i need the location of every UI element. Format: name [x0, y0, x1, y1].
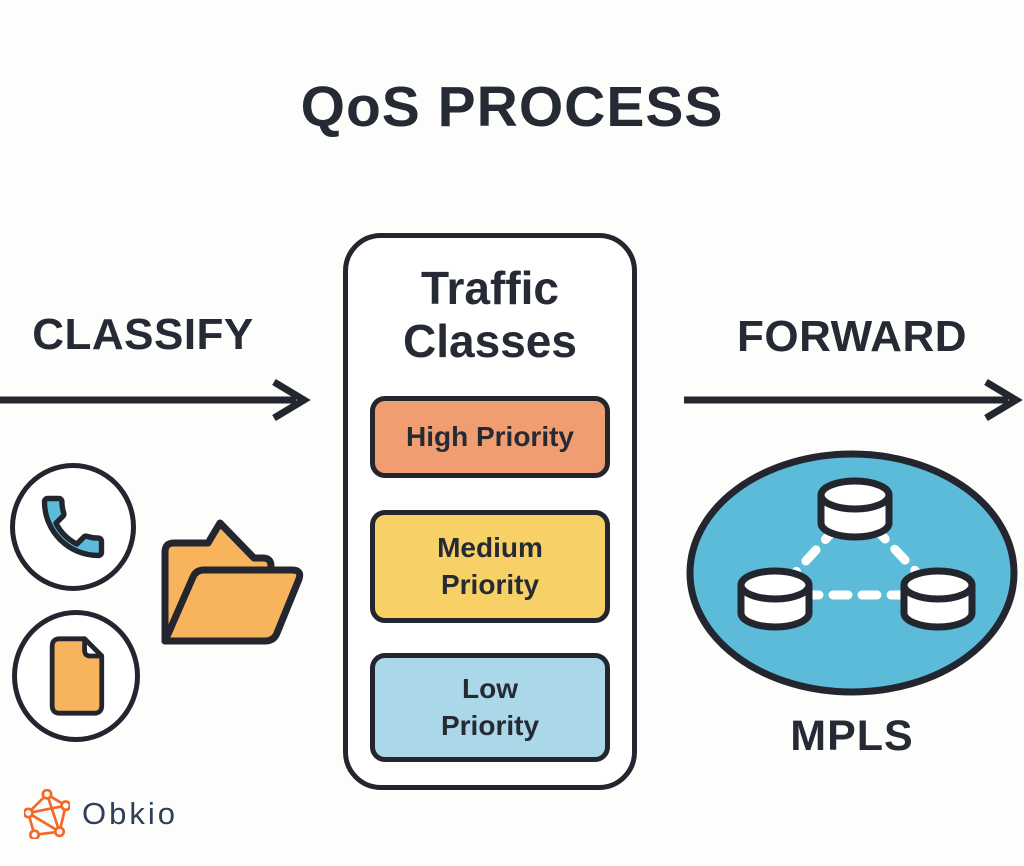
- traffic-classes-panel: Traffic Classes High Priority Medium Pri…: [343, 233, 637, 790]
- obkio-network-icon: [24, 789, 70, 839]
- document-icon: [49, 636, 105, 716]
- voice-traffic-badge: [10, 463, 136, 591]
- high-priority-box: High Priority: [370, 396, 610, 478]
- router-cylinder-icon: [737, 477, 976, 631]
- folder-icon: [161, 519, 304, 645]
- low-priority-box: Low Priority: [370, 653, 610, 762]
- data-traffic-badge: [12, 610, 140, 742]
- brand-logo: Obkio: [24, 789, 178, 839]
- medium-priority-box: Medium Priority: [370, 510, 610, 623]
- mpls-label: MPLS: [790, 712, 914, 760]
- brand-wordmark: Obkio: [82, 796, 178, 831]
- classify-stage-label: CLASSIFY: [32, 310, 254, 359]
- forward-arrow-icon: [684, 378, 1023, 422]
- page-title: QoS PROCESS: [300, 75, 724, 139]
- traffic-classes-heading: Traffic Classes: [403, 262, 577, 368]
- phone-icon: [41, 495, 105, 559]
- forward-stage-label: FORWARD: [736, 312, 967, 361]
- classify-arrow-icon: [0, 378, 311, 422]
- mpls-cloud: [686, 450, 1018, 696]
